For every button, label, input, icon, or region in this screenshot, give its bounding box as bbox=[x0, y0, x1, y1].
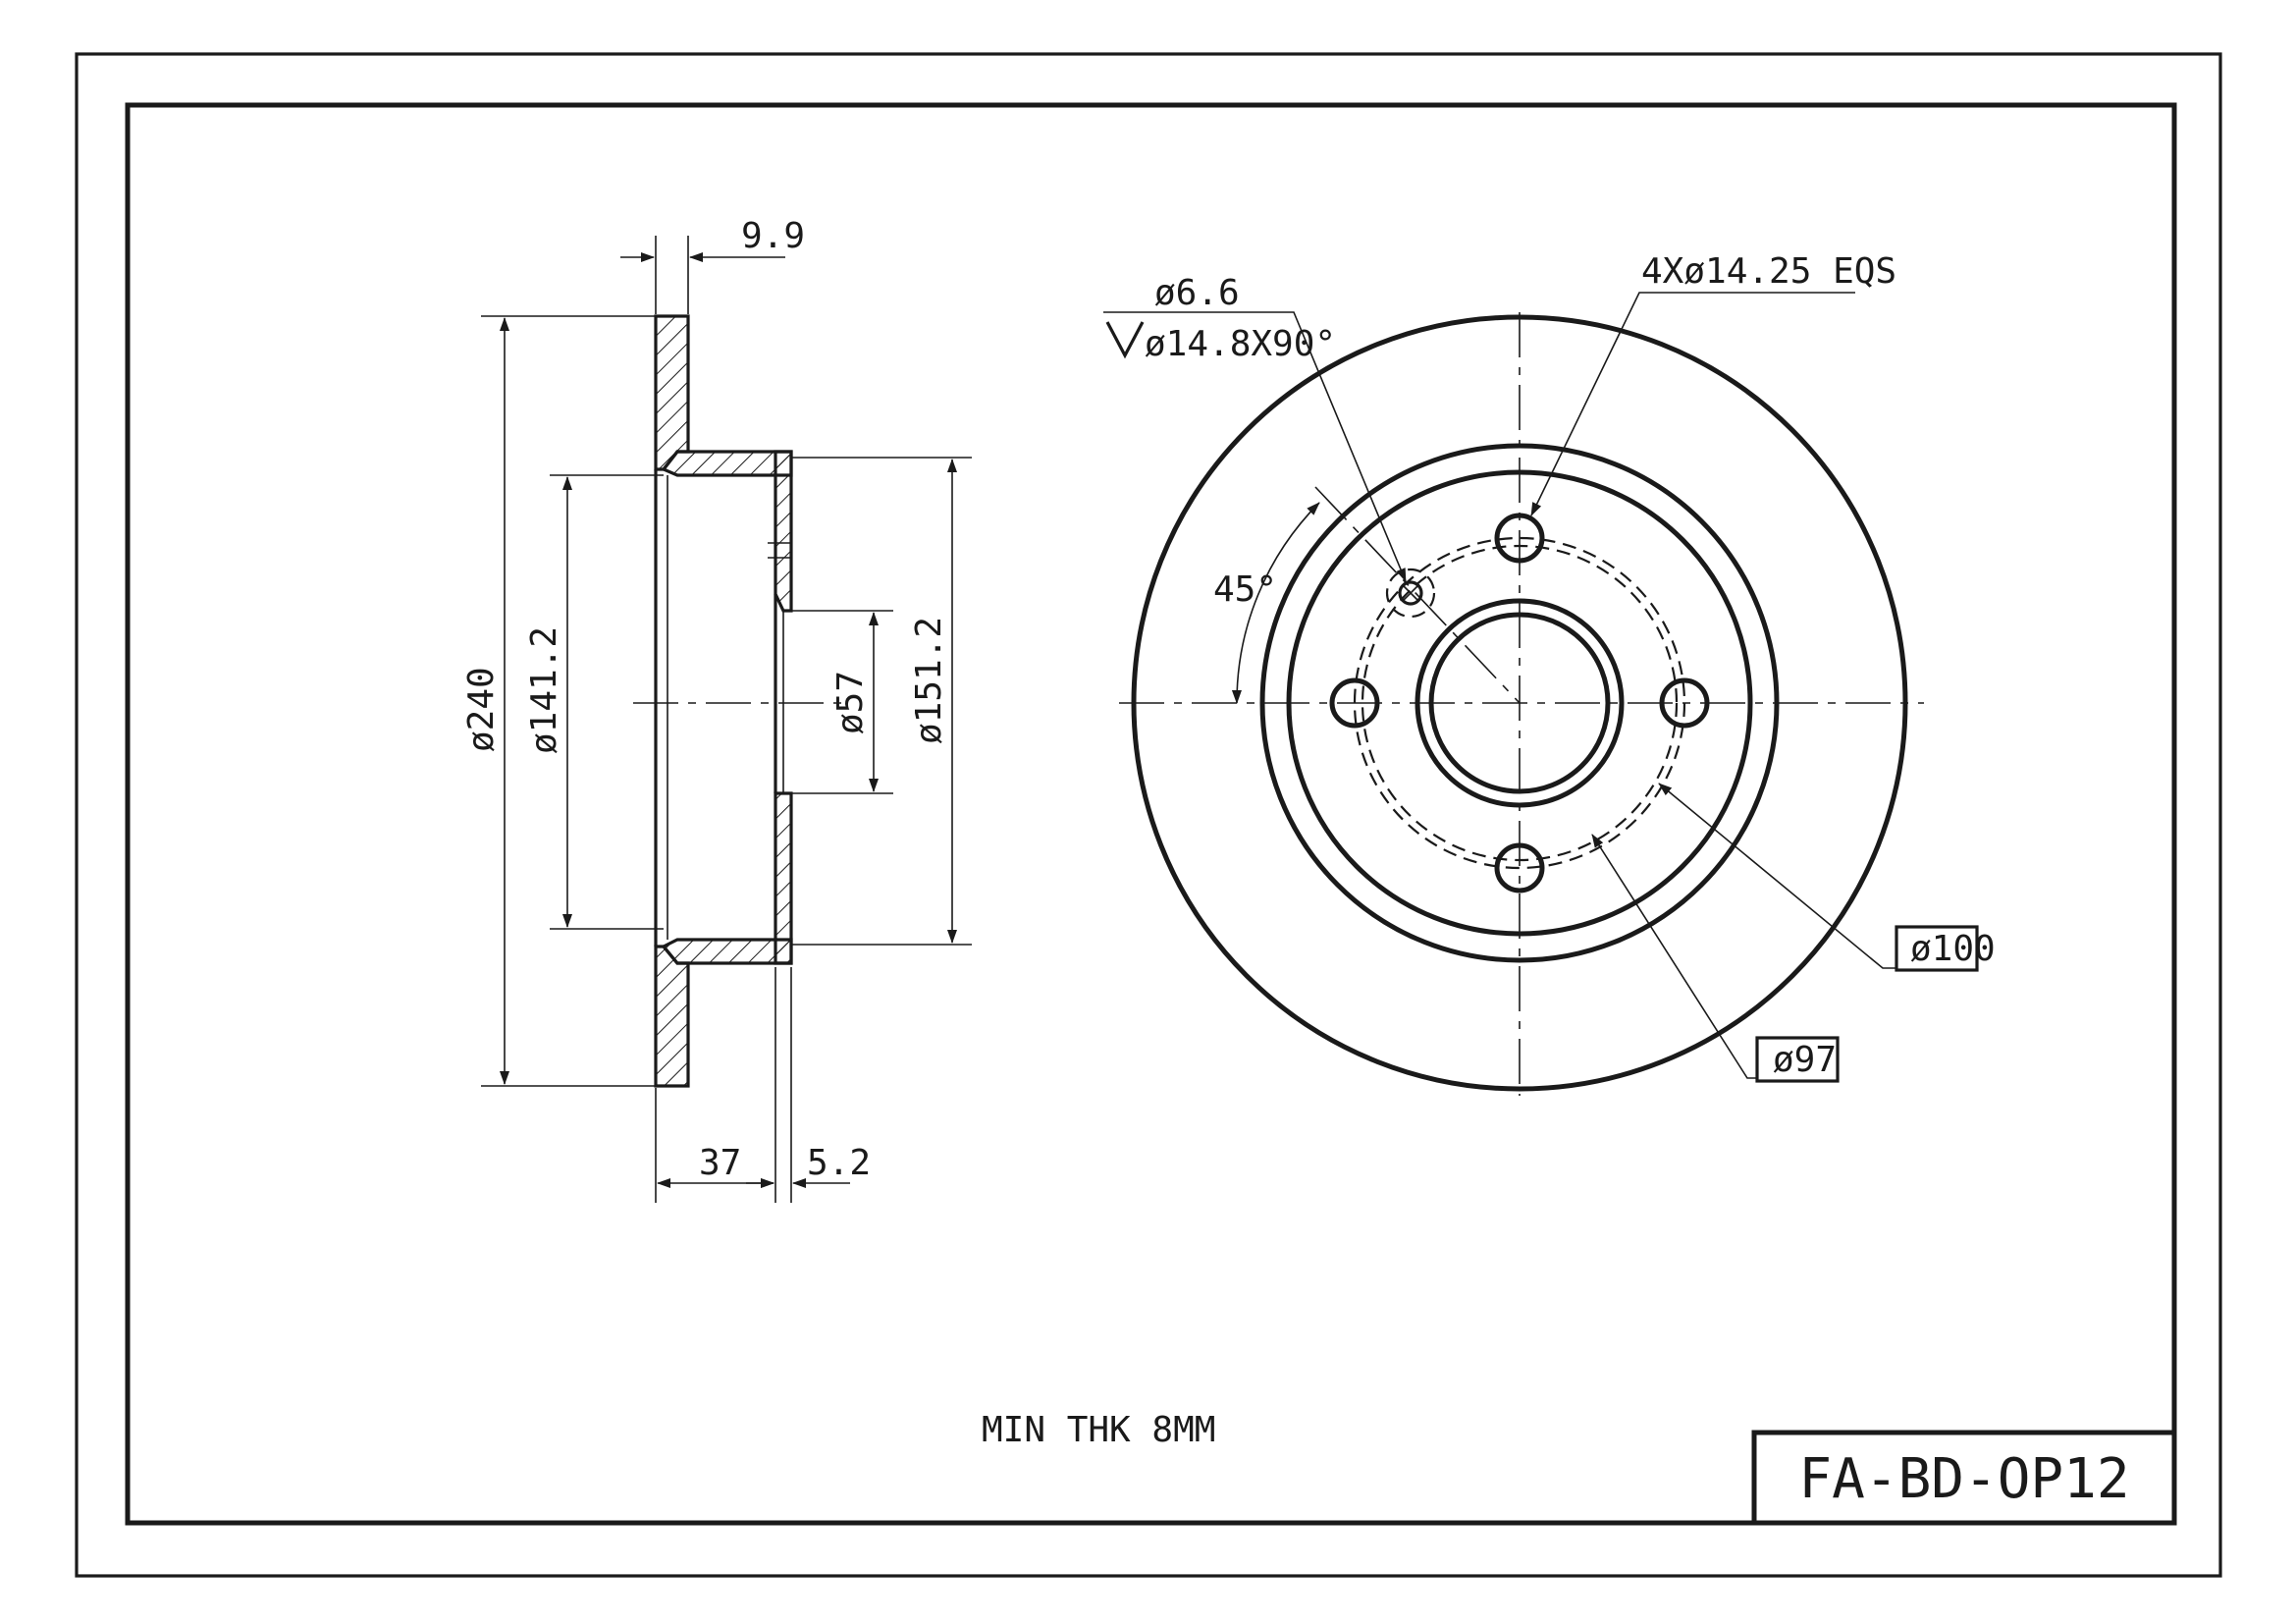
hub-face-bottom bbox=[774, 791, 793, 965]
dim-countersink: ø14.8X90° bbox=[1145, 324, 1336, 364]
countersink-symbol bbox=[1105, 321, 1145, 359]
dim-flange-thickness: 9.9 bbox=[741, 216, 805, 256]
hat-wall-bottom bbox=[661, 938, 793, 965]
section-view: 9.9 ø240 ø141.2 ø57 ø151.2 37 5.2 bbox=[461, 216, 972, 1203]
dim-center-bore: ø57 bbox=[830, 671, 871, 734]
min-thickness-note: MIN THK 8MM bbox=[982, 1410, 1215, 1450]
inner-frame bbox=[125, 102, 2177, 1526]
dim-hat-wall: 5.2 bbox=[807, 1143, 871, 1183]
dim-hat-diameter: ø151.2 bbox=[909, 617, 949, 744]
front-view: 45° ø6.6 ø14.8X90° 4Xø14.25 EQS ø100 ø97 bbox=[1103, 251, 1996, 1096]
countersink bbox=[1385, 568, 1436, 619]
small-hole bbox=[1398, 580, 1423, 606]
friction-ring-bottom bbox=[654, 945, 690, 1088]
dim-small-hole: ø6.6 bbox=[1154, 273, 1240, 313]
friction-ring-top bbox=[654, 314, 690, 471]
dim-hat-height: 37 bbox=[699, 1143, 741, 1183]
dim-inner-circle: ø97 bbox=[1773, 1040, 1837, 1080]
dim-angle: 45° bbox=[1213, 569, 1277, 610]
dim-inner-circle-box bbox=[1755, 1036, 1840, 1083]
dim-bore-inner-diameter: ø141.2 bbox=[524, 626, 564, 754]
hub-face-top bbox=[774, 450, 793, 613]
part-number: FA-BD-OP12 bbox=[1798, 1447, 2129, 1511]
dim-bolt-circle: ø100 bbox=[1910, 929, 1996, 969]
dim-outer-diameter: ø240 bbox=[461, 667, 502, 752]
outer-frame bbox=[75, 52, 2222, 1578]
dim-bolt-holes: 4Xø14.25 EQS bbox=[1641, 251, 1896, 292]
title-block: FA-BD-OP12 bbox=[1751, 1430, 2177, 1526]
hat-wall-top bbox=[661, 450, 793, 477]
dim-bolt-circle-box bbox=[1895, 925, 1979, 972]
